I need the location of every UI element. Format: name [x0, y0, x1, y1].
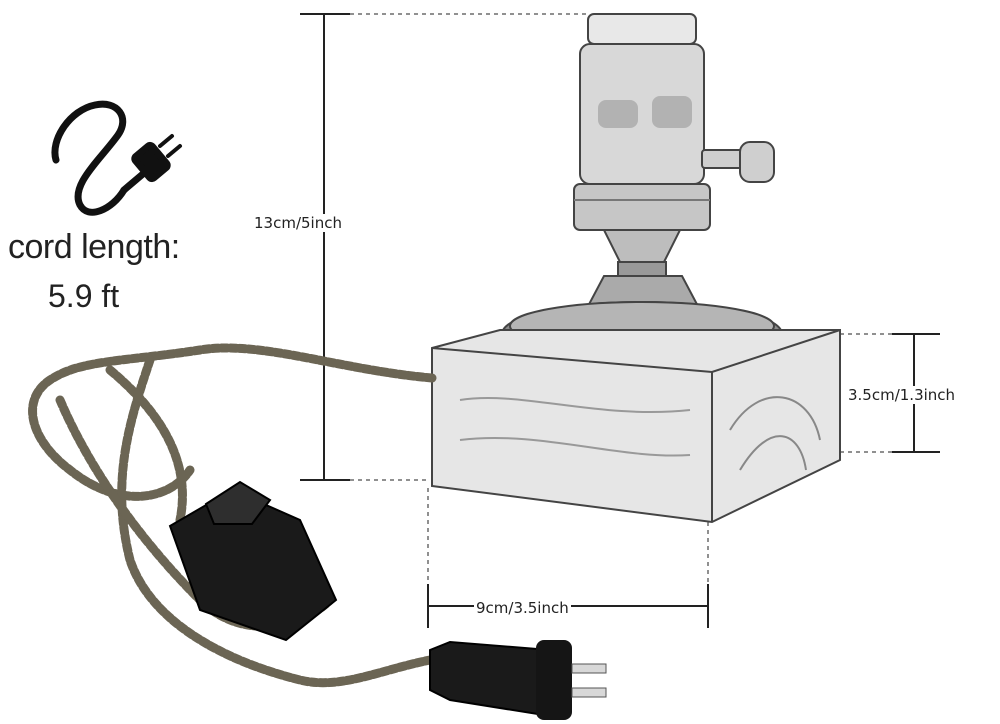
plug-cord-icon — [51, 100, 182, 216]
base-width-label: 9cm/3.5inch — [474, 599, 571, 617]
total-height-label: 13cm/5inch — [252, 214, 344, 232]
cord-length-label: cord length: — [8, 228, 180, 266]
cord-switch — [168, 480, 338, 642]
wood-base — [431, 329, 841, 524]
cord-length-value: 5.9 ft — [48, 278, 120, 314]
base-height-label: 3.5cm/1.3inch — [846, 386, 958, 404]
power-plug — [429, 640, 607, 720]
lamp-socket — [573, 13, 711, 277]
socket-switch-knob — [701, 141, 775, 183]
